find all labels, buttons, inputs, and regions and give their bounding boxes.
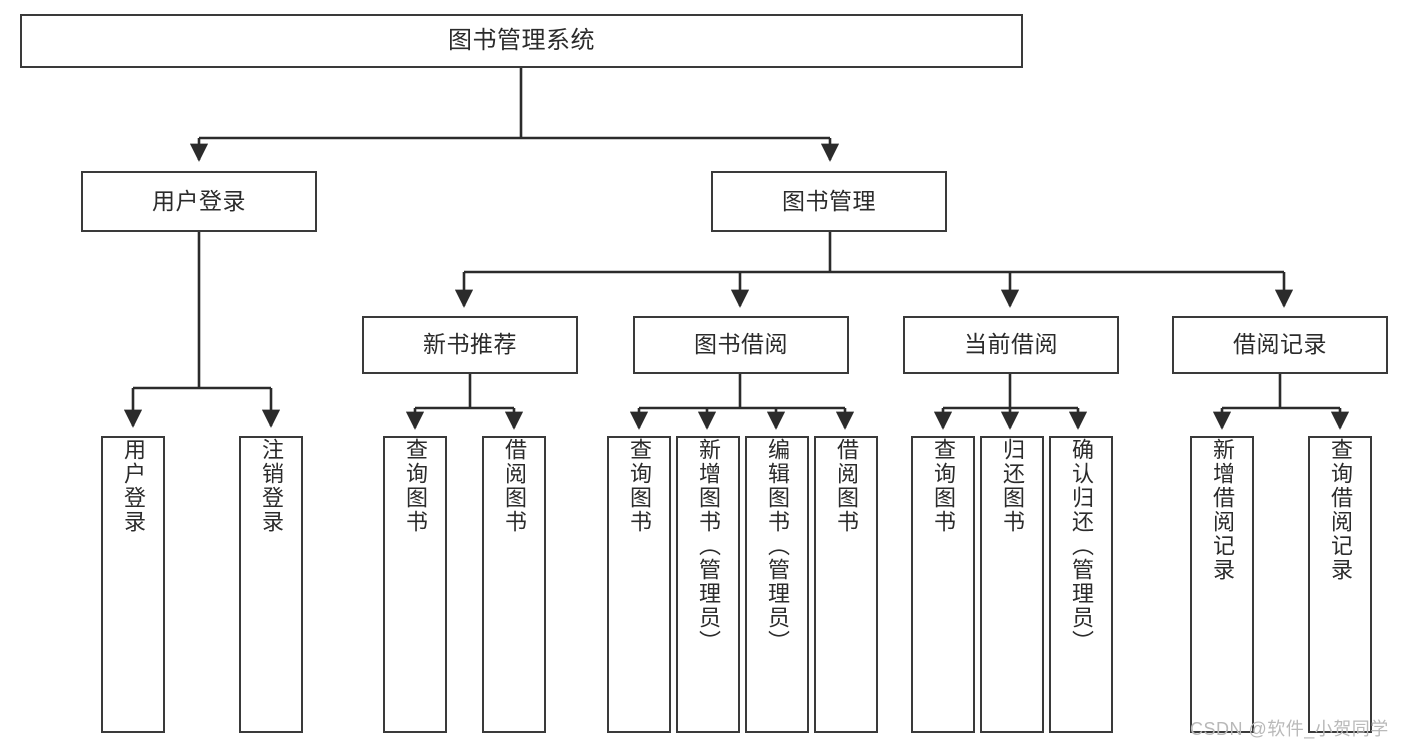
node-label: 查询图书 — [403, 438, 428, 534]
node-label: 新增借阅记录 — [1210, 438, 1235, 582]
node-borrow-record[interactable]: 借阅记录 — [1172, 316, 1388, 374]
node-label: 用户登录 — [121, 438, 146, 534]
leaf-borrow-book[interactable]: 借阅图书 — [814, 436, 878, 733]
node-label: 新增图书（管理员） — [696, 438, 721, 654]
leaf-add-borrow-record[interactable]: 新增借阅记录 — [1190, 436, 1254, 733]
node-label: 确认归还（管理员） — [1069, 438, 1094, 654]
node-current-borrow[interactable]: 当前借阅 — [903, 316, 1119, 374]
node-book-management[interactable]: 图书管理 — [711, 171, 947, 232]
node-label: 当前借阅 — [964, 331, 1058, 358]
node-label: 新书推荐 — [423, 331, 517, 358]
node-label: 图书借阅 — [694, 331, 788, 358]
leaf-edit-book[interactable]: 编辑图书（管理员） — [745, 436, 809, 733]
node-label: 归还图书 — [1000, 438, 1025, 534]
leaf-logout-login[interactable]: 注销登录 — [239, 436, 303, 733]
node-label: 注销登录 — [259, 438, 284, 534]
leaf-add-book[interactable]: 新增图书（管理员） — [676, 436, 740, 733]
node-new-book-recommend[interactable]: 新书推荐 — [362, 316, 578, 374]
leaf-query-book-recommend[interactable]: 查询图书 — [383, 436, 447, 733]
node-label: 用户登录 — [152, 187, 246, 214]
node-label: 查询借阅记录 — [1328, 438, 1353, 582]
node-label: 图书管理系统 — [448, 26, 595, 54]
node-label: 查询图书 — [627, 438, 652, 534]
leaf-borrow-book-recommend[interactable]: 借阅图书 — [482, 436, 546, 733]
leaf-confirm-return[interactable]: 确认归还（管理员） — [1049, 436, 1113, 733]
leaf-query-book-borrow[interactable]: 查询图书 — [607, 436, 671, 733]
node-label: 图书管理 — [782, 187, 876, 214]
node-user-login[interactable]: 用户登录 — [81, 171, 317, 232]
node-label: 借阅记录 — [1233, 331, 1327, 358]
node-label: 借阅图书 — [834, 438, 859, 534]
node-book-borrow[interactable]: 图书借阅 — [633, 316, 849, 374]
node-label: 编辑图书（管理员） — [765, 438, 790, 654]
leaf-user-login[interactable]: 用户登录 — [101, 436, 165, 733]
leaf-return-book[interactable]: 归还图书 — [980, 436, 1044, 733]
node-root-system[interactable]: 图书管理系统 — [20, 14, 1023, 68]
leaf-query-borrow-record[interactable]: 查询借阅记录 — [1308, 436, 1372, 733]
node-label: 查询图书 — [931, 438, 956, 534]
leaf-query-book-current[interactable]: 查询图书 — [911, 436, 975, 733]
node-label: 借阅图书 — [502, 438, 527, 534]
csdn-watermark: CSDN @软件_小贺同学 — [1190, 719, 1389, 739]
